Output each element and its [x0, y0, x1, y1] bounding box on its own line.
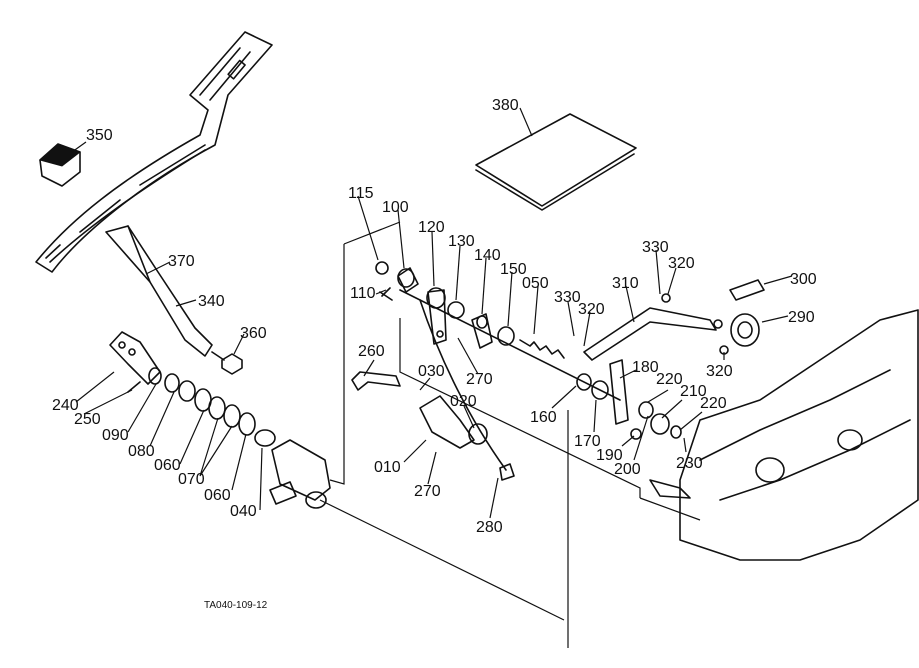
callout-080: 080 — [128, 443, 155, 460]
frame-lines — [319, 221, 701, 648]
callout-360: 360 — [240, 325, 267, 342]
callout-260: 260 — [358, 343, 385, 360]
callout-040: 040 — [230, 503, 257, 520]
callout-220a: 220 — [656, 371, 683, 388]
callout-120: 120 — [418, 219, 445, 236]
shaft-housing-lower — [269, 439, 331, 509]
callout-370: 370 — [168, 253, 195, 270]
washer-stack-left — [127, 367, 276, 447]
callout-030: 030 — [418, 363, 445, 380]
pedal-arm — [35, 31, 273, 273]
callout-010: 010 — [374, 459, 401, 476]
callout-090: 090 — [102, 427, 129, 444]
callout-210: 210 — [680, 383, 707, 400]
callout-250: 250 — [74, 411, 101, 428]
callout-130: 130 — [448, 233, 475, 250]
callout-230: 230 — [676, 455, 703, 472]
bracket-240 — [109, 331, 161, 385]
callout-330b: 330 — [642, 239, 669, 256]
callout-180: 180 — [632, 359, 659, 376]
callout-labels: 350 370 340 360 240 250 090 080 060 070 … — [52, 97, 817, 536]
callout-340: 340 — [198, 293, 225, 310]
callout-270b: 270 — [414, 483, 441, 500]
callout-350: 350 — [86, 127, 113, 144]
callout-110: 110 — [350, 285, 376, 302]
callout-020: 020 — [450, 393, 477, 410]
callout-240: 240 — [52, 397, 79, 414]
callout-050: 050 — [522, 275, 549, 292]
bolt-360 — [211, 351, 243, 375]
callout-280: 280 — [476, 519, 503, 536]
callout-060a: 060 — [154, 457, 181, 474]
callout-290: 290 — [788, 309, 815, 326]
bellcrank-010 — [419, 299, 515, 481]
callout-380: 380 — [492, 97, 519, 114]
callout-320c: 320 — [706, 363, 733, 380]
lever-140 — [471, 313, 493, 349]
callout-160: 160 — [530, 409, 557, 426]
callout-330a: 330 — [554, 289, 581, 306]
callout-310: 310 — [612, 275, 639, 292]
cover-plate-380 — [475, 113, 637, 211]
pedal-rod — [105, 225, 213, 357]
pedal-link-260 — [351, 371, 401, 391]
callout-300: 300 — [790, 271, 817, 288]
callout-190: 190 — [596, 447, 623, 464]
callout-100: 100 — [382, 199, 409, 216]
callout-140: 140 — [474, 247, 501, 264]
callout-220b: 220 — [700, 395, 727, 412]
leader-lines — [71, 107, 793, 519]
arm-310 — [583, 293, 723, 361]
figure-reference: TA040-109-12 — [204, 600, 268, 611]
callout-115: 115 — [348, 185, 374, 202]
lever-180 — [609, 359, 629, 425]
callout-320a: 320 — [578, 301, 605, 318]
callout-320b: 320 — [668, 255, 695, 272]
callout-270a: 270 — [466, 371, 493, 388]
pedal-pad — [38, 143, 82, 187]
part-290-300 — [719, 279, 765, 355]
callout-070: 070 — [178, 471, 205, 488]
collars-right — [630, 401, 682, 440]
transmission-housing — [649, 309, 919, 561]
callout-200: 200 — [614, 461, 641, 478]
callout-170: 170 — [574, 433, 601, 450]
callout-150: 150 — [500, 261, 527, 278]
lever-120 — [427, 289, 447, 345]
callout-060b: 060 — [204, 487, 231, 504]
